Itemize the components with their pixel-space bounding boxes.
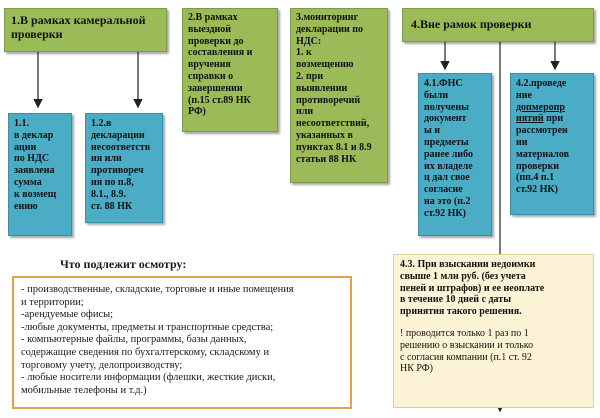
inspection-item: - любые носители информации (флешки, жес…	[21, 372, 276, 384]
box-4-3-note: с согласия компании (п.1 ст. 92	[400, 351, 532, 363]
box-4-3-note: НК РФ)	[400, 363, 434, 375]
box-4-3-note: ! проводится только 1 раз по 1	[400, 327, 529, 339]
box-4-3-line: пеней и штрафов) и ее неоплате	[400, 282, 545, 294]
box-1-2-line: 1.2.в	[91, 118, 112, 129]
box-3-line: несоответствий,	[296, 118, 370, 130]
box-3-vat-monitoring: 3.мониторинг декларации по НДС: 1. к воз…	[290, 8, 388, 183]
box-4-2-line: ние	[516, 89, 532, 101]
inspection-title: Что подлежит осмотру:	[60, 257, 320, 271]
box-4-1-line: ы и	[424, 125, 441, 137]
box-4-2-line: при	[543, 113, 564, 125]
box-4-3-line: 4.3. При взыскании недоимки	[400, 259, 536, 270]
box-3-line: пунктах 8.1 и 8.9	[296, 141, 372, 153]
box-1-1-line: 1.1.	[14, 118, 29, 129]
box-4-1-line: ст.92 НК)	[424, 207, 466, 219]
box-2-line: проверки до	[188, 35, 244, 47]
box-3-line: декларации по	[296, 23, 363, 35]
box-4-1-line: были	[424, 89, 449, 101]
box-4-2-line: рассмотрен	[516, 125, 568, 137]
box-4-1-line: ранее либо	[424, 148, 473, 160]
box-1-2-discrepancies: 1.2.в декларации несоответств ия или про…	[85, 113, 163, 223]
box-2-line: вручения	[188, 59, 231, 71]
box-4-2-line: ст.92 НК)	[516, 184, 558, 196]
box-3-line: статьи 88 НК	[296, 153, 357, 165]
box-4-2-line: материалов	[516, 148, 570, 160]
box-4-1-line: их владеле	[424, 160, 473, 172]
box-3-line: НДС:	[296, 35, 322, 47]
box-1-2-line: ия по п.8,	[91, 176, 134, 188]
box-4-line: 4.Вне рамок проверки	[411, 17, 532, 31]
box-4-2-line: (пп.4 п.1	[516, 172, 555, 184]
box-3-line: указанных в	[296, 129, 353, 141]
box-1-1-line: сумма	[14, 176, 42, 188]
inspection-item: содержащие сведения по бухгалтерскому, с…	[21, 346, 270, 358]
inspection-item: и территории;	[21, 296, 84, 308]
inspection-item: торговому учету, делопроизводству;	[21, 359, 183, 371]
box-3-line: или	[296, 106, 314, 118]
box-4-2-line: ии	[516, 136, 528, 148]
inspection-item: - компьютерные файлы, программы, базы да…	[21, 334, 247, 346]
box-4-3-line: принятия такого решения.	[400, 306, 522, 318]
box-4-2-line: проверки	[516, 160, 559, 172]
box-3-line: возмещению	[296, 59, 354, 71]
box-1-line: 1.В рамках камеральной	[11, 13, 146, 27]
box-2-line: РФ)	[188, 106, 206, 118]
box-3-line: противоречий	[296, 94, 361, 106]
box-3-line: 1. к	[296, 47, 312, 59]
box-1-2-line: декларации	[91, 129, 145, 141]
box-2-line: справки о	[188, 70, 234, 82]
box-2-field-check: 2.В рамках выездной проверки до составле…	[182, 8, 278, 132]
box-1-1-vat-refund: 1.1. в деклар ации по НДС заявлена сумма…	[8, 113, 72, 236]
box-4-1-line: 4.1.ФНС	[424, 78, 463, 89]
box-4-1-line: на это (п.2	[424, 195, 471, 207]
box-1-2-line: противореч	[91, 165, 144, 177]
box-4-3-debt-recovery: 4.3. При взыскании недоимки свыше 1 млн …	[393, 254, 594, 408]
box-4-2-additional-measures: 4.2.проведе ние допмеропр иятий при расс…	[510, 73, 594, 215]
box-2-line: составления и	[188, 47, 253, 59]
box-4-1-fns-documents: 4.1.ФНС были получены документ ы и предм…	[418, 73, 492, 236]
inspection-item: -любые документы, предметы и транспортны…	[21, 321, 274, 333]
inspection-item: - производственные, складские, торговые …	[21, 284, 294, 295]
box-2-line: (п.15 ст.89 НК	[188, 94, 251, 106]
box-1-cameral-check: 1.В рамках камеральной проверки	[4, 8, 167, 52]
box-4-1-line: документ	[424, 113, 467, 125]
box-4-1-line: предметы	[424, 136, 469, 148]
box-1-1-line: по НДС	[14, 153, 50, 165]
box-1-1-line: ению	[14, 200, 38, 212]
box-2-line: 2.В рамках	[188, 12, 238, 23]
box-1-2-line: 8.1., 8.9.	[91, 188, 126, 200]
inspection-item: мобильные телефоны и т.д.)	[21, 384, 147, 396]
box-4-3-note: решению о взыскании и только	[400, 339, 534, 351]
box-1-1-line: ации	[14, 141, 37, 153]
box-4-outside-check: 4.Вне рамок проверки	[402, 8, 594, 42]
box-4-1-line: согласие	[424, 184, 463, 196]
box-2-line: завершении	[188, 82, 243, 94]
box-4-1-line: ц дал свое	[424, 172, 470, 184]
box-1-2-line: ст. 88 НК	[91, 200, 133, 212]
box-1-1-line: в деклар	[14, 129, 54, 141]
inspection-title-text: Что подлежит осмотру:	[60, 257, 187, 271]
box-4-2-line: иятий	[516, 113, 544, 125]
box-1-2-line: несоответств	[91, 141, 151, 153]
box-1-line: проверки	[11, 27, 63, 42]
box-3-line: 2. при	[296, 70, 324, 82]
box-3-line: выявлении	[296, 82, 348, 94]
box-4-2-line: допмеропр	[516, 101, 565, 113]
box-4-3-line: в течение 10 дней с даты	[400, 294, 512, 306]
box-1-1-line: заявлена	[14, 165, 55, 177]
box-1-1-line: к возмещ	[14, 188, 57, 200]
box-4-3-line: свыше 1 млн руб. (без учета	[400, 270, 526, 282]
box-2-line: выездной	[188, 23, 232, 35]
box-1-2-line: ия или	[91, 153, 122, 165]
box-3-line: 3.мониторинг	[296, 12, 359, 23]
box-4-2-line: 4.2.проведе	[516, 78, 567, 89]
inspection-item: -арендуемые офисы;	[21, 309, 114, 321]
box-4-1-line: получены	[424, 101, 469, 113]
inspection-list-box: - производственные, складские, торговые …	[12, 276, 352, 409]
